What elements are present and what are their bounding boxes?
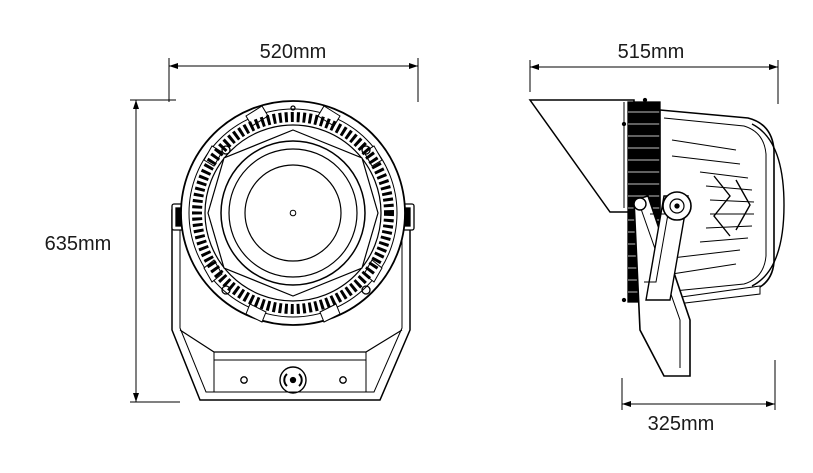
- logo-icon: [279, 366, 307, 394]
- side-view: [528, 97, 785, 377]
- side-depth-label: 515mm: [618, 41, 685, 63]
- dimension-height: 635mm: [45, 99, 180, 403]
- height-label: 635mm: [45, 233, 112, 255]
- base-depth-label: 325mm: [648, 413, 715, 435]
- front-width-label: 520mm: [260, 41, 327, 63]
- dimension-base-depth: 325mm: [621, 360, 776, 435]
- front-view: [171, 100, 415, 401]
- dimension-side-depth: 515mm: [529, 41, 779, 104]
- dimension-front-width: 520mm: [168, 41, 419, 102]
